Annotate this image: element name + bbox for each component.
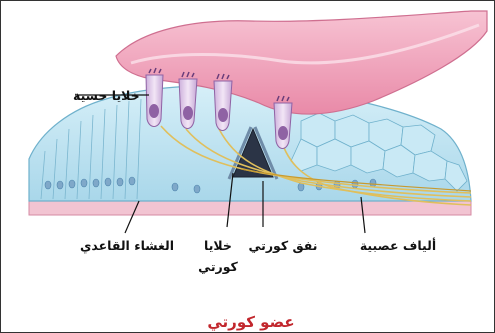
label-corti-cells-1: خلايا: [204, 238, 232, 253]
basilar-membrane: [29, 201, 471, 215]
hair-cell-1: [146, 68, 163, 127]
label-corti-tunnel: نفق كورتي: [249, 238, 318, 253]
hair-cell-4: [274, 96, 292, 149]
label-sensory-cells: خلايا حسية: [73, 88, 140, 103]
hair-cell-2: [179, 72, 197, 129]
label-nerve-fibers: ألياف عصبية: [360, 237, 436, 253]
diagram-caption: عضو كورتي: [207, 313, 294, 331]
label-corti-cells-2: كورتي: [198, 259, 238, 274]
label-basilar-membrane: الغشاء القاعدي: [80, 238, 174, 253]
hair-cell-3: [214, 74, 232, 131]
